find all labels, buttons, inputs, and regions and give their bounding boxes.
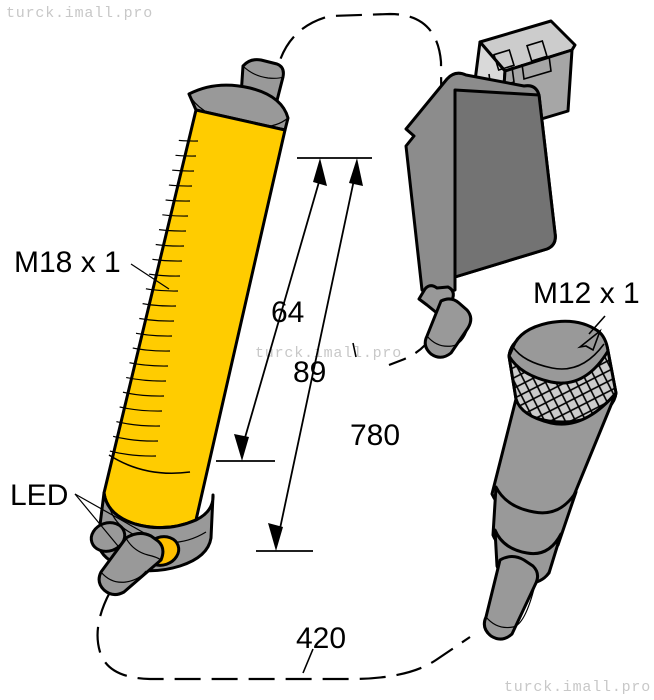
watermark-top-left: turck.imall.pro (6, 5, 153, 22)
m12-connector (482, 319, 618, 641)
watermark-bottom-right: turck.imall.pro (504, 679, 651, 696)
dimension-64 (216, 157, 372, 462)
usb-connector (404, 19, 577, 359)
dimension-420-leader (302, 648, 314, 674)
label-m18-thread: M18 x 1 (14, 246, 121, 279)
led-leader-lines (74, 493, 147, 547)
m18-leader-line (130, 263, 170, 290)
sensor-body (89, 58, 290, 597)
sensor-yellow-barrel (102, 108, 287, 530)
sensor-thread-end-line (108, 454, 191, 475)
m12-arrow-icon (577, 315, 606, 352)
cable-m12-dashed (96, 591, 471, 681)
watermark-center: turck.imall.pro (255, 345, 402, 362)
dimension-780-leader (352, 342, 357, 358)
label-led: LED (10, 479, 68, 512)
dimension-89 (256, 158, 363, 552)
dimension-label-89: 89 (293, 356, 326, 389)
label-m12-thread: M12 x 1 (533, 277, 640, 310)
dimension-label-780: 780 (350, 419, 400, 452)
dimension-label-420: 420 (296, 622, 346, 655)
sensor-top-cap (187, 83, 290, 132)
dimension-label-64: 64 (271, 296, 304, 329)
